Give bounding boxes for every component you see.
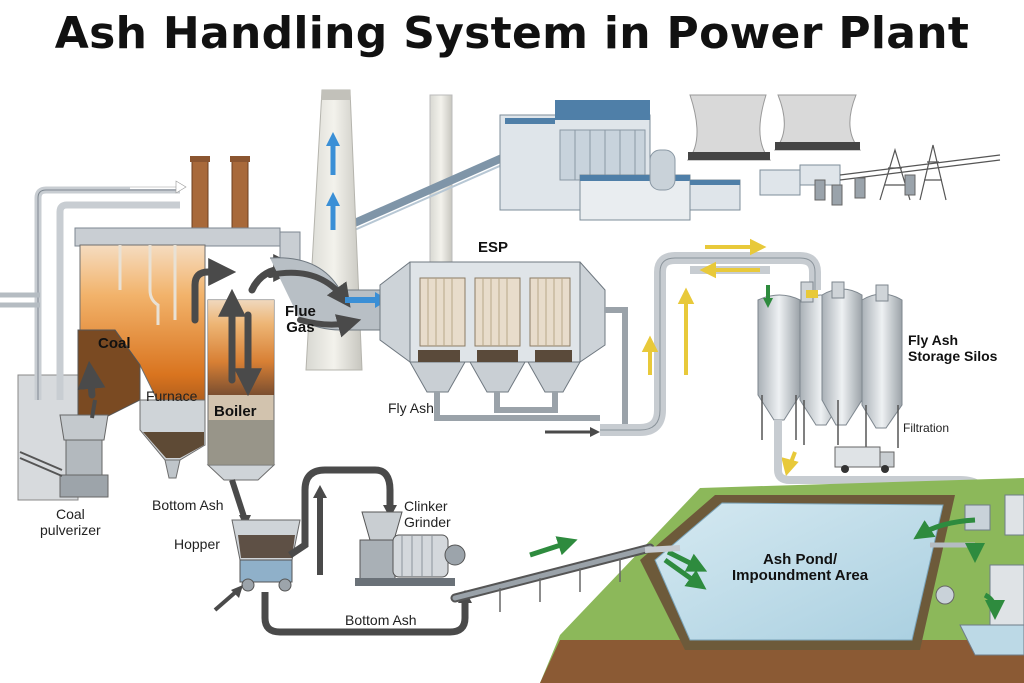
label-bottom-ash-upper: Bottom Ash: [152, 497, 224, 513]
bottom-ash-system: [213, 466, 681, 636]
label-coal: Coal: [98, 335, 131, 352]
esp-unit: [379, 261, 628, 437]
label-ash-pond: Ash Pond/ Impoundment Area: [732, 551, 869, 584]
fly-ash-silos: [757, 281, 989, 520]
boiler-house: [0, 156, 302, 501]
label-clinker-grinder: Clinker Grinder: [404, 498, 451, 530]
label-bottom-ash-lower: Bottom Ash: [345, 612, 417, 628]
label-filtration: Filtration: [903, 421, 950, 435]
power-plant-background: [348, 94, 1001, 266]
label-coal-pulverizer: Coal pulverizer: [40, 506, 101, 538]
label-fly-ash: Fly Ash: [388, 400, 434, 416]
label-hopper: Hopper: [174, 536, 220, 552]
label-flue-gas: Flue Gas: [285, 303, 316, 336]
label-boiler: Boiler: [214, 403, 257, 420]
label-furnace: Furnace: [146, 388, 198, 404]
diagram-title: Ash Handling System in Power Plant: [54, 8, 970, 59]
flue-duct: [267, 257, 388, 338]
label-fly-ash-silos: Fly Ash Storage Silos: [908, 332, 998, 364]
ash-pond: [529, 478, 1024, 683]
label-esp: ESP: [478, 239, 509, 256]
fly-ash-pipe: [600, 238, 821, 477]
